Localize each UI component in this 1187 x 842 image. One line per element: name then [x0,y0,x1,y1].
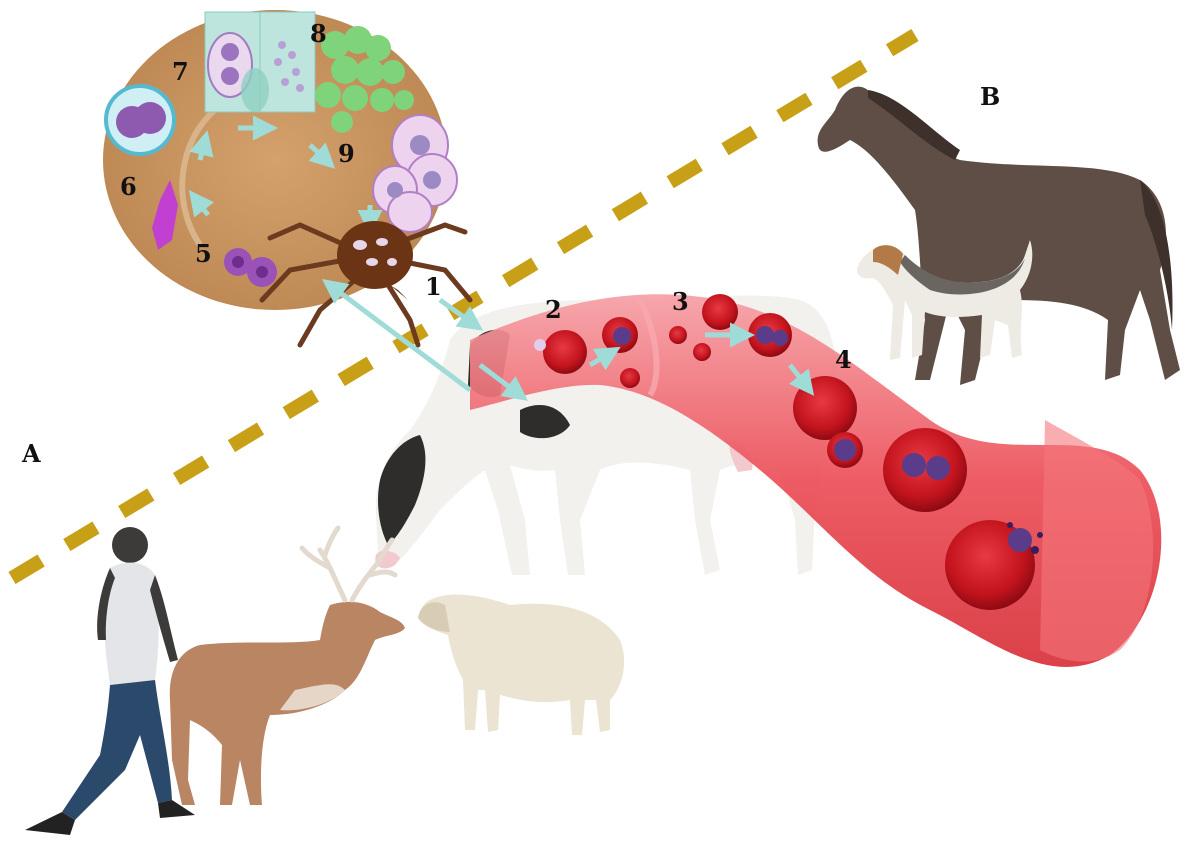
step-6-label: 6 [120,172,137,201]
stage-7-cyst [106,86,174,154]
horse-icon [818,87,1180,385]
step-2-label: 2 [545,295,562,324]
tick-lifecycle-panel [103,10,470,345]
step-7-label: 7 [172,57,189,86]
region-a-label: A [21,439,41,468]
sheep-icon [418,595,624,735]
region-b-label: B [980,82,1000,111]
step-5-label: 5 [195,239,212,268]
step-8-label: 8 [310,19,327,48]
deer-icon [170,528,405,805]
walking-person-icon [25,527,195,835]
step-3-label: 3 [672,287,689,316]
step-1-label: 1 [425,272,442,301]
step-4-label: 4 [835,345,852,374]
step-9-label: 9 [338,139,355,168]
